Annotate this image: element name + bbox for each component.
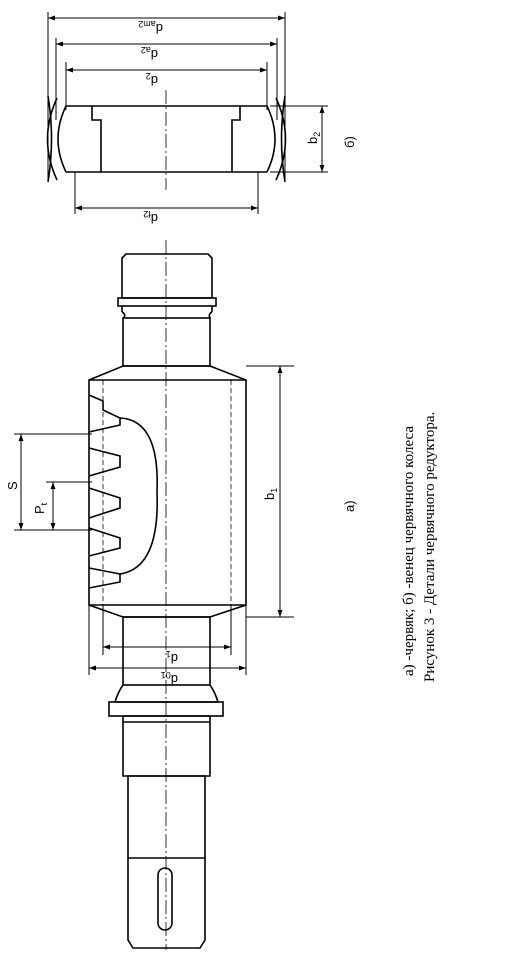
label-df2: df2	[143, 209, 158, 226]
label-d01: d01	[161, 670, 178, 687]
label-dam2: dam2	[138, 19, 163, 36]
label-da2: da2	[141, 45, 158, 62]
panel-a-label: а)	[342, 500, 357, 512]
label-b2: b2	[305, 132, 322, 144]
label-S: S	[5, 481, 20, 490]
label-b1: b1	[262, 488, 279, 500]
worm-wheel-rim: dam2 da2 d2 df2 b2 б)	[46, 12, 357, 226]
caption-line-2: Рисунок 3 - Детали червячного редуктора.	[422, 412, 438, 682]
panel-b-label: б)	[342, 136, 357, 148]
label-Pt: Pt	[32, 502, 49, 514]
worm-shaft: S Pt b1 а) d1 d01	[5, 240, 357, 950]
label-d2: d2	[146, 71, 158, 88]
label-d1: d1	[166, 649, 178, 666]
caption-line-1: а) -червяк; б) -венец червячного колеса	[401, 426, 417, 676]
